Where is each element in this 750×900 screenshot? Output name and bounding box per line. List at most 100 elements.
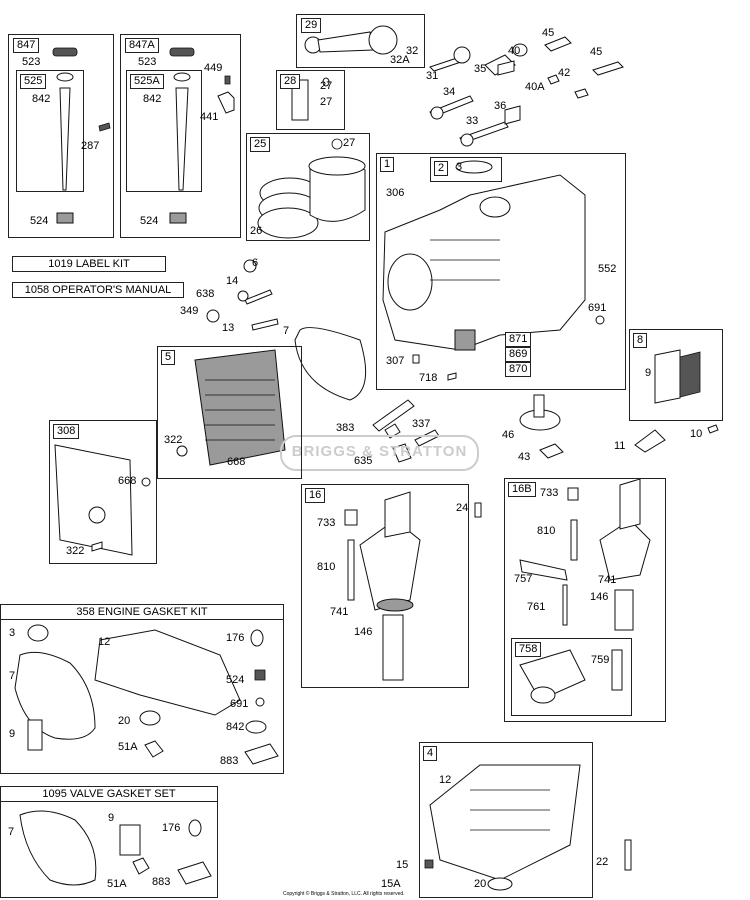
part-label-33: 33 (466, 115, 479, 127)
part-label-668: 668 (227, 456, 246, 468)
box-4: 4 (419, 742, 593, 898)
part-label-43: 43 (518, 451, 531, 463)
crankshaft-16B (519, 478, 651, 631)
part-label-35: 35 (474, 63, 487, 75)
part-label-842: 842 (226, 721, 245, 733)
part-label-524: 524 (226, 674, 245, 686)
part-label-42: 42 (558, 67, 571, 79)
part-label-24: 24 (456, 502, 469, 514)
part-label-441: 441 (200, 111, 219, 123)
part-label-322: 322 (164, 434, 183, 446)
part-label-13: 13 (222, 322, 235, 334)
operators-manual: 1058 OPERATOR'S MANUAL (12, 282, 184, 298)
box-engine-gasket-kit: 358 ENGINE GASKET KIT (0, 604, 284, 774)
part-label-34: 34 (443, 86, 456, 98)
part-label-36: 36 (494, 100, 507, 112)
part-label-883: 883 (152, 876, 171, 888)
box-16B: 16B (504, 478, 666, 722)
part-label-26: 26 (250, 225, 263, 237)
part-label-51A: 51A (107, 878, 127, 890)
callout-25: 25 (250, 137, 271, 152)
crankshaft-16 (344, 491, 421, 681)
part-label-6: 6 (252, 257, 259, 269)
callout-29: 29 (301, 18, 322, 33)
cylinder-block-1 (382, 160, 605, 381)
part-label-322: 322 (66, 545, 85, 557)
part-label-552: 552 (598, 263, 617, 275)
part-label-810: 810 (537, 525, 556, 537)
part-label-46: 46 (502, 429, 515, 441)
callout-847A: 847A (125, 38, 159, 53)
callout-8: 8 (633, 333, 648, 348)
callout-847: 847 (13, 38, 40, 53)
box-1: 1 (376, 153, 626, 390)
engine-gasket-kit-parts (14, 624, 279, 765)
box-758: 758 (511, 638, 632, 716)
part-label-810: 810 (317, 561, 336, 573)
callout-4: 4 (423, 746, 438, 761)
label-kit: 1019 LABEL KIT (12, 256, 166, 272)
callout-16: 16 (305, 488, 326, 503)
box-8: 8 (629, 329, 723, 421)
piston-pin-28 (291, 77, 330, 121)
part-label-883: 883 (220, 755, 239, 767)
part-label-691: 691 (588, 302, 607, 314)
callout-525A: 525A (130, 74, 164, 89)
box-525: 525 (16, 70, 84, 192)
part-label-7: 7 (283, 325, 290, 337)
part-label-14: 14 (226, 275, 239, 287)
part-label-691: 691 (230, 698, 249, 710)
part-label-40: 40 (508, 45, 521, 57)
part-label-31: 31 (426, 70, 439, 82)
part-label-27: 27 (320, 96, 333, 108)
box-847A: 847A (120, 34, 241, 238)
part-label-638: 638 (196, 288, 215, 300)
part-label-733: 733 (317, 517, 336, 529)
part-label-306: 306 (386, 187, 405, 199)
cylinder-head-5 (176, 349, 286, 466)
part-label-523: 523 (138, 56, 157, 68)
box-28: 28 (276, 70, 345, 130)
part-label-524: 524 (30, 215, 49, 227)
part-label-349: 349 (180, 305, 199, 317)
part-label-718: 718 (419, 372, 438, 384)
dipstick-847A (169, 47, 235, 224)
callout-16B: 16B (508, 482, 536, 497)
part-label-7: 7 (8, 826, 15, 838)
part-label-15A: 15A (381, 878, 401, 890)
part-label-11: 11 (614, 440, 626, 452)
part-label-45: 45 (542, 27, 555, 39)
shield-308 (54, 444, 151, 556)
cam-gear-46 (519, 394, 564, 459)
callout-1: 1 (380, 157, 395, 172)
part-label-12: 12 (439, 774, 452, 786)
part-label-337: 337 (412, 418, 431, 430)
part-label-741: 741 (598, 574, 617, 586)
bolts-and-washers (206, 259, 367, 401)
part-label-842: 842 (32, 93, 51, 105)
callout-758: 758 (515, 642, 542, 657)
box-5: 5 (157, 346, 302, 479)
part-label-870: 870 (505, 362, 532, 377)
pin-24 (474, 502, 482, 518)
part-label-635: 635 (354, 455, 373, 467)
part-label-40A: 40A (525, 81, 545, 93)
part-label-146: 146 (354, 626, 373, 638)
box-847: 847 (8, 34, 114, 238)
part-label-668: 668 (118, 475, 137, 487)
part-label-869: 869 (505, 347, 532, 362)
elbow-11 (634, 424, 719, 453)
part-label-733: 733 (540, 487, 559, 499)
part-label-9: 9 (108, 812, 115, 824)
part-label-15: 15 (396, 859, 409, 871)
part-label-22: 22 (596, 856, 609, 868)
part-label-32A: 32A (390, 54, 410, 66)
callout-2: 2 (434, 161, 449, 176)
part-label-7: 7 (9, 670, 16, 682)
balancer-758 (519, 649, 623, 704)
part-label-10: 10 (690, 428, 703, 440)
part-label-383: 383 (336, 422, 355, 434)
valve-gasket-set-parts (19, 810, 212, 886)
